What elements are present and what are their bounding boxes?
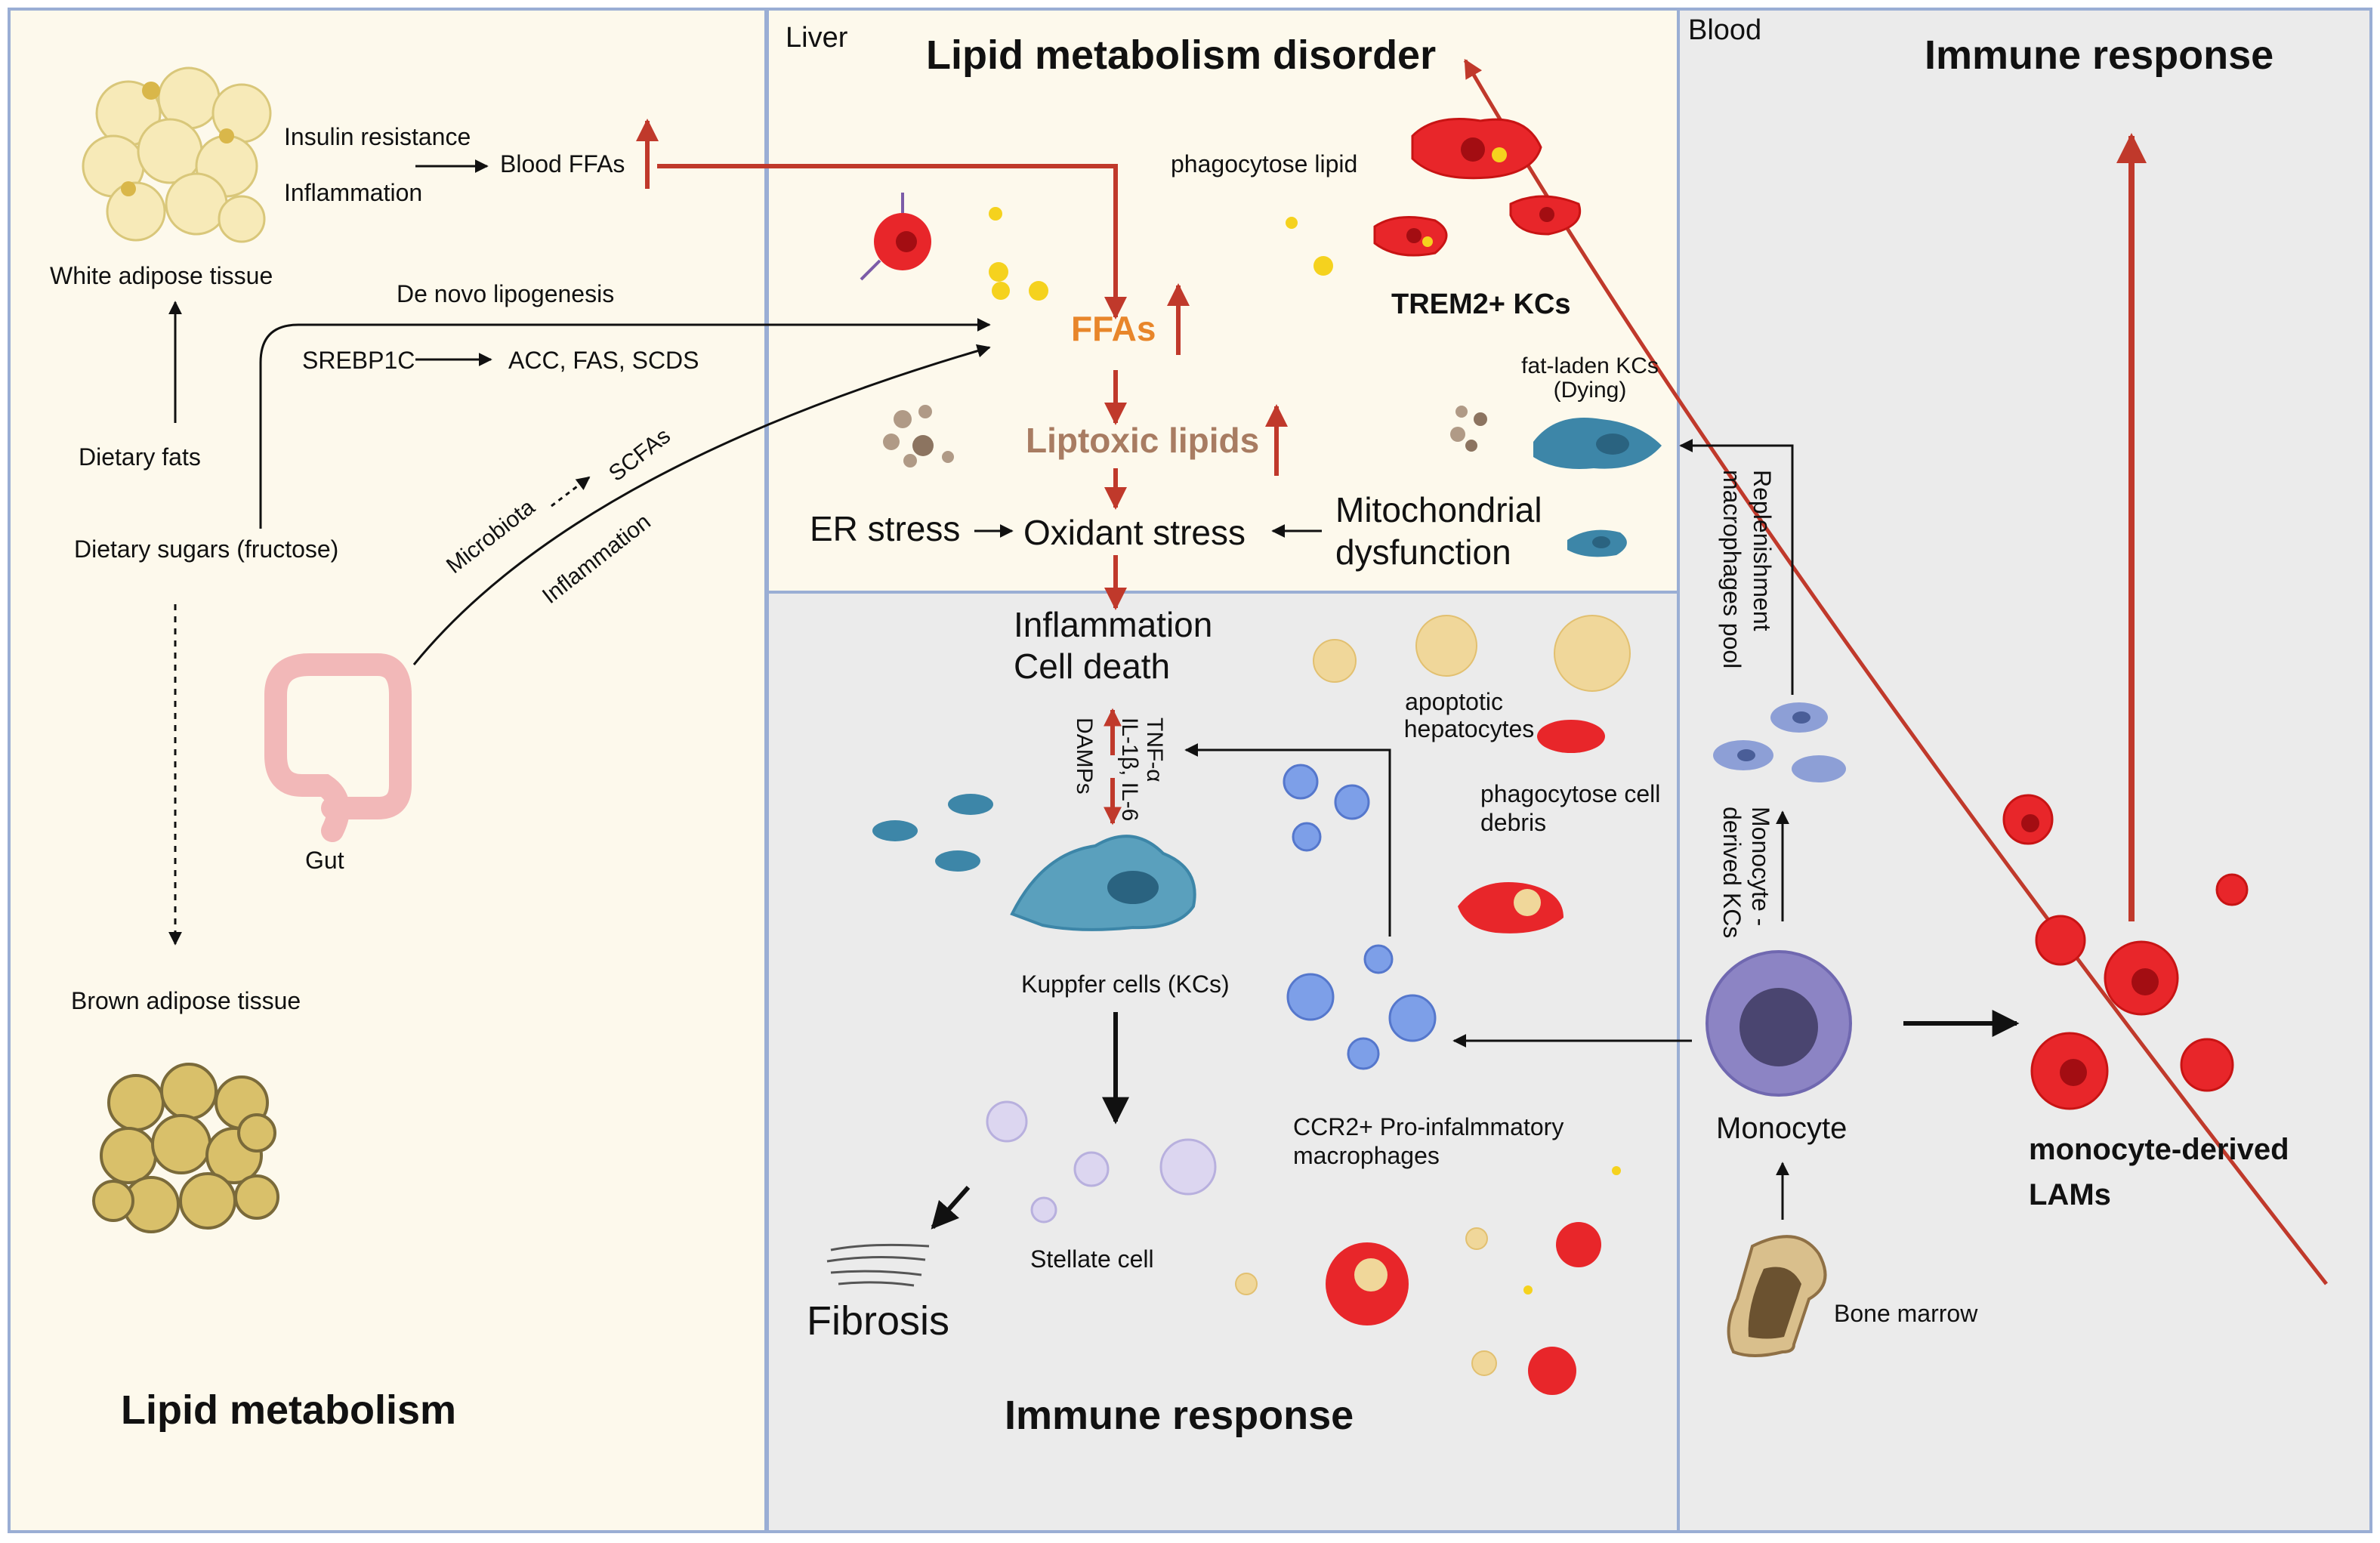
lipid-disorder-title: Lipid metabolism disorder — [926, 32, 1437, 78]
monocyte-icon — [1706, 950, 1852, 1097]
oxidant-stress-label: Oxidant stress — [1023, 513, 1246, 552]
liptoxic-lipids-label: Liptoxic lipids — [1026, 421, 1260, 460]
inflammation-label: Inflammation — [284, 179, 423, 206]
gut-icon — [264, 653, 412, 842]
fibrosis-label: Fibrosis — [807, 1298, 950, 1344]
ccr2-macrophage-icons — [1283, 764, 1437, 1070]
blood-label: Blood — [1688, 14, 1762, 46]
toxic-lipid-droplets — [883, 405, 1487, 468]
bone-marrow-label: Bone marrow — [1834, 1300, 1978, 1327]
trem2-kc-icon — [1373, 118, 1581, 257]
ffas-label: FFAs — [1071, 309, 1156, 348]
fat-laden-kcs-label: fat-laden KCs — [1521, 353, 1659, 378]
fat-laden-kc-icon — [1533, 418, 1662, 557]
immune-response-title-bottom: Immune response — [1005, 1393, 1354, 1438]
macrophages-label: macrophages — [1293, 1142, 1440, 1169]
phagocytose-lipid-label: phagocytose lipid — [1171, 150, 1358, 177]
brown-adipose-tissue-icon — [92, 1063, 279, 1233]
inflammation-immune-label: Inflammation — [1014, 605, 1213, 644]
phagocytose-debris-label: phagocytose cell — [1480, 780, 1661, 807]
acc-fas-scds-label: ACC, FAS, SCDS — [508, 347, 699, 374]
white-adipose-tissue-icon — [82, 66, 272, 243]
small-kc-icons — [872, 794, 993, 872]
tnf-label: TNF-α — [1142, 717, 1167, 782]
debris-label: debris — [1480, 809, 1547, 836]
kupffer-cells-label: Kuppfer cells (KCs) — [1021, 971, 1230, 998]
lam-icons — [2002, 794, 2249, 1110]
stellate-cell-icons — [986, 1100, 1217, 1224]
mitochondrial-label: Mitochondrial — [1335, 490, 1542, 529]
apoptotic-hepatocyte-icons — [1235, 615, 1631, 1376]
monocyte-label: Monocyte — [1716, 1112, 1848, 1145]
lams-label-1: monocyte-derived — [2029, 1133, 2289, 1166]
lipid-metabolism-panel — [8, 8, 767, 1533]
blood-ffas-label: Blood FFAs — [500, 150, 625, 177]
brown-adipose-label: Brown adipose tissue — [71, 987, 301, 1014]
monocyte-derived-kc-icons — [1713, 702, 1846, 782]
de-novo-label: De novo lipogenesis — [397, 280, 615, 307]
dietary-fats-label: Dietary fats — [79, 443, 201, 471]
immune-response-panel — [766, 591, 1680, 1533]
white-adipose-label: White adipose tissue — [50, 262, 273, 289]
insulin-resistance-label: Insulin resistance — [284, 123, 471, 150]
kupffer-cell-icon — [1010, 835, 1196, 931]
il-label: IL-1β, IL-6 — [1117, 717, 1142, 822]
fibrosis-icon — [826, 1243, 930, 1287]
ccr2-label: CCR2+ Pro-infalmmatory — [1293, 1113, 1564, 1140]
left-arrows — [168, 159, 991, 946]
macrophage-icon — [860, 193, 931, 281]
derived-kcs-label: derived KCs — [1718, 807, 1746, 939]
cell-death-label: Cell death — [1014, 647, 1171, 686]
liver-panel — [766, 8, 1680, 594]
lams-label-2: LAMs — [2029, 1178, 2111, 1211]
bone-marrow-icon — [1727, 1235, 1827, 1357]
hepatocytes-label: hepatocytes — [1403, 715, 1535, 742]
stellate-cell-label: Stellate cell — [1030, 1245, 1154, 1273]
er-stress-label: ER stress — [810, 509, 961, 548]
damps-label: DAMPs — [1072, 717, 1097, 795]
black-arrows — [931, 439, 2020, 1230]
apoptotic-label: apoptotic — [1405, 688, 1503, 715]
srebp1c-label: SREBP1C — [302, 347, 415, 374]
phagocytic-macrophage-icons — [1326, 720, 1605, 1395]
lipid-metabolism-title: Lipid metabolism — [121, 1387, 457, 1433]
dying-label: (Dying) — [1553, 378, 1627, 403]
dietary-sugars-label: Dietary sugars (fructose) — [74, 535, 339, 563]
immune-response-title-top: Immune response — [1925, 32, 2274, 78]
liver-label: Liver — [786, 22, 848, 54]
replenishment-label: Replenishment — [1749, 470, 1776, 631]
macrophages-pool-label: macrophages pool — [1718, 470, 1746, 669]
dysfunction-label: dysfunction — [1335, 532, 1511, 572]
trem2-kcs-label: TREM2+ KCs — [1391, 289, 1571, 320]
gut-label: Gut — [305, 847, 344, 874]
monocyte-derived-label: Monocyte - — [1747, 807, 1774, 927]
